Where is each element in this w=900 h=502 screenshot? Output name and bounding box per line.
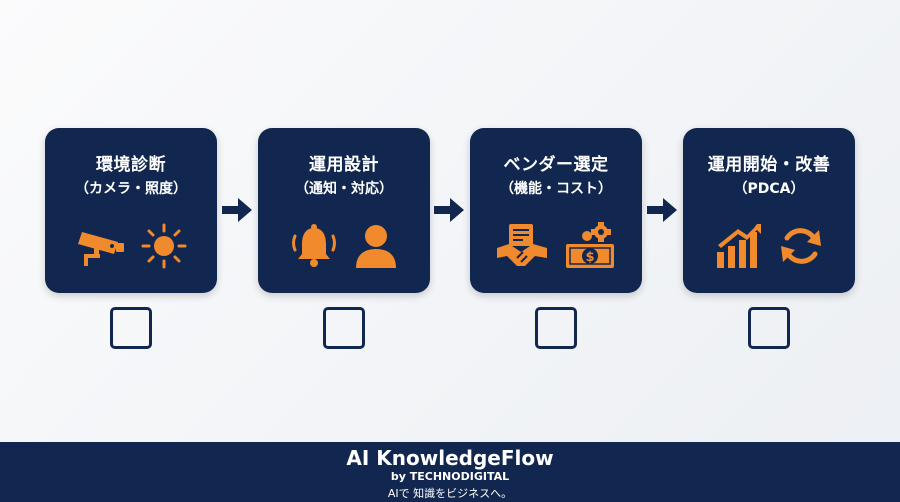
- step-checkbox[interactable]: [748, 307, 790, 349]
- step-card-operation-start-improvement: 運用開始・改善 （PDCA）: [683, 128, 855, 293]
- growth-chart-icon: [713, 222, 763, 270]
- step-title: 環境診断: [96, 155, 166, 175]
- bell-icon: [289, 222, 339, 270]
- step-card-operation-design: 運用設計 （通知・対応）: [258, 128, 430, 293]
- refresh-cycle-icon: [777, 222, 825, 270]
- brand-title: AI KnowledgeFlow: [346, 446, 554, 470]
- step-checkbox[interactable]: [110, 307, 152, 349]
- handshake-document-icon: [495, 222, 549, 270]
- arrow-right-icon: [647, 198, 677, 222]
- arrow-right-icon: [434, 198, 464, 222]
- person-icon: [353, 222, 399, 270]
- arrow-right-icon: [222, 198, 252, 222]
- process-flow: 環境診断 （カメラ・照度）: [45, 128, 855, 349]
- step-checkbox[interactable]: [323, 307, 365, 349]
- sun-icon: [140, 222, 188, 270]
- step-title: 運用開始・改善: [707, 155, 831, 175]
- footer-banner: AI KnowledgeFlow by TECHNODIGITAL AIで 知識…: [0, 442, 900, 502]
- brand-byline: by TECHNODIGITAL: [390, 470, 510, 483]
- step-subtitle: （機能・コスト）: [500, 181, 612, 197]
- brand-tagline: AIで 知識をビジネスへ。: [387, 487, 513, 500]
- money-gear-icon: $: [563, 222, 617, 270]
- step-card-vendor-selection: ベンダー選定 （機能・コスト）: [470, 128, 642, 293]
- step-subtitle: （PDCA）: [733, 181, 805, 197]
- step-card-environment-diagnosis: 環境診断 （カメラ・照度）: [45, 128, 217, 293]
- step-title: ベンダー選定: [503, 155, 609, 175]
- step-checkbox[interactable]: [535, 307, 577, 349]
- svg-text:$: $: [585, 250, 594, 265]
- step-subtitle: （カメラ・照度）: [75, 181, 187, 197]
- security-camera-icon: [74, 224, 126, 268]
- step-subtitle: （通知・対応）: [295, 181, 393, 197]
- step-title: 運用設計: [309, 155, 379, 175]
